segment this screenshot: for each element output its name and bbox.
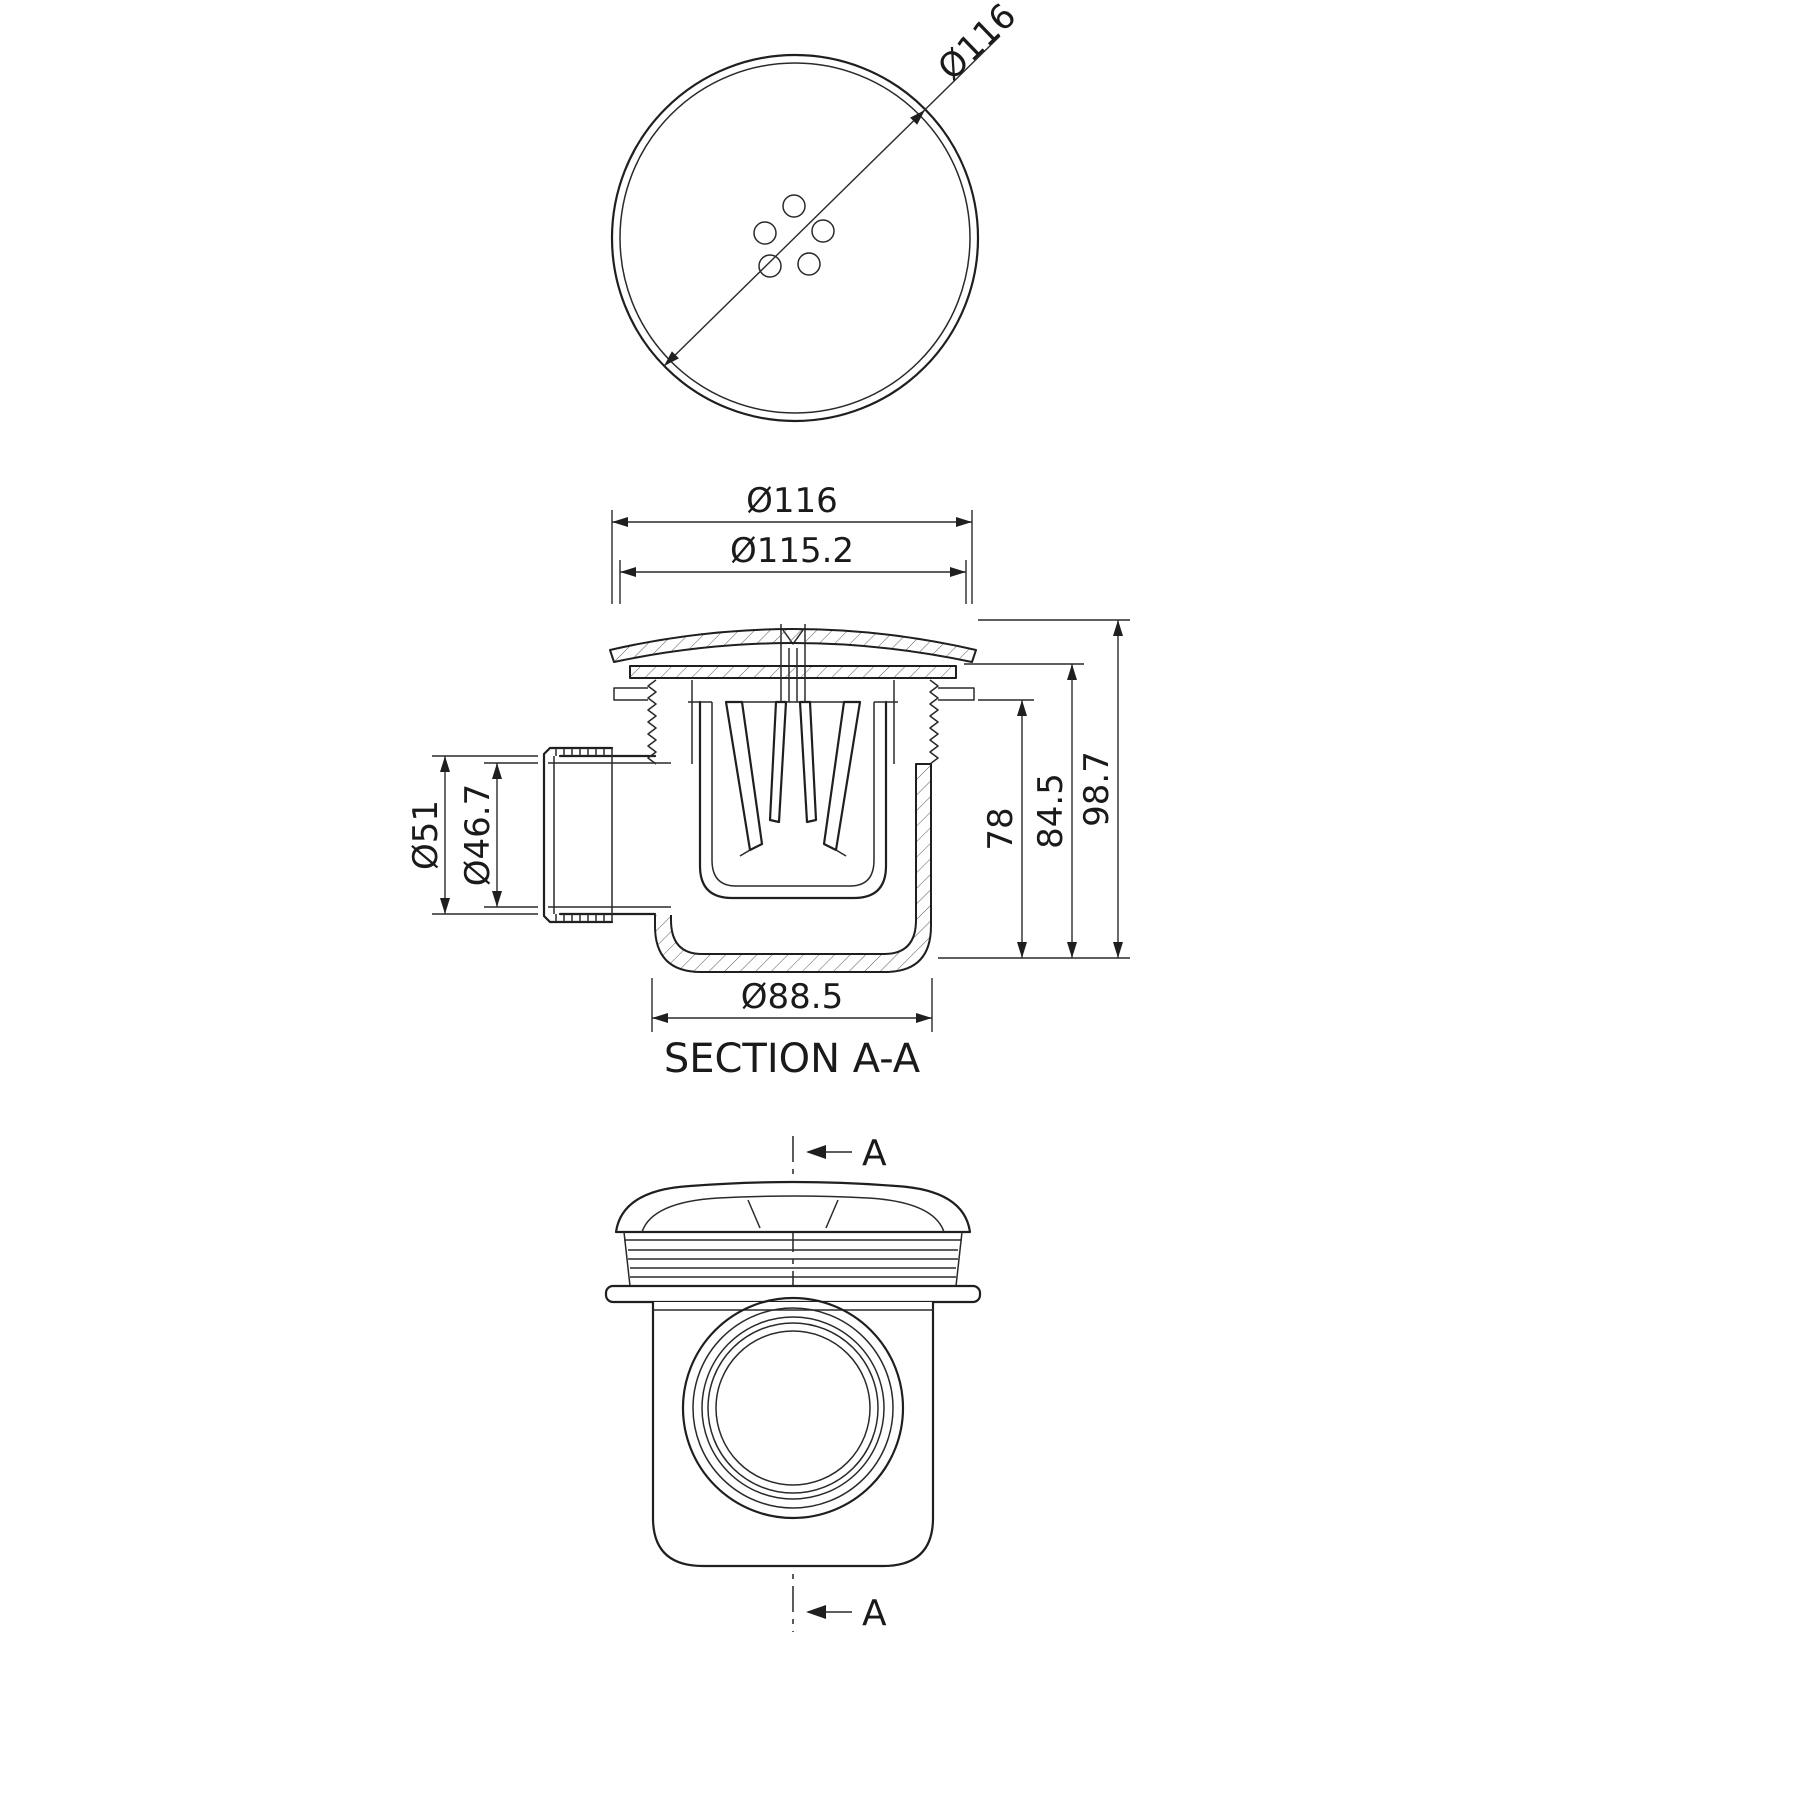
threaded-neck-right [893, 679, 975, 765]
flange-plate [604, 1284, 982, 1304]
dim-label-flange-inner: Ø115.2 [730, 531, 854, 571]
threaded-neck-left [613, 679, 693, 765]
claw-foot-left [739, 849, 751, 857]
arrowhead [910, 110, 925, 125]
cut-marker-top: A [806, 1133, 887, 1174]
dim-outlet-bore: Ø46.7 [458, 762, 538, 908]
trap-cup-inner [711, 702, 875, 887]
dim-label-flange-outer: Ø116 [746, 481, 838, 521]
drain-hole [797, 252, 821, 276]
section-caption: SECTION A-A [664, 1036, 921, 1082]
dim-body-diameter: Ø88.5 [651, 977, 933, 1032]
clamp-claws [724, 700, 862, 857]
socket-outline [542, 746, 614, 924]
drain-hole [782, 194, 806, 218]
collar-rings [623, 1231, 963, 1287]
cover-cap-inner [641, 1195, 945, 1233]
socket-knurling [555, 748, 605, 922]
trap-cup-outer [698, 700, 888, 900]
drain-hole [811, 219, 835, 243]
cover-cap [614, 1180, 972, 1234]
top-view: Ø116 [610, 0, 1024, 423]
dim-label-outlet-outer: Ø51 [406, 800, 446, 870]
dim-label-outlet-bore: Ø46.7 [458, 784, 498, 886]
dim-label-height-body: 78 [981, 807, 1021, 850]
section-view: Ø116 Ø115.2 Ø51 Ø46.7 [406, 481, 1130, 1082]
clamp-ring [629, 665, 957, 679]
prong-right [798, 700, 818, 824]
drain-hole [758, 254, 782, 278]
drain-hole [753, 221, 777, 245]
dim-label-top-diameter: Ø116 [930, 0, 1024, 88]
cap-detail-left [747, 1199, 761, 1229]
pipe-opening-mask [652, 755, 674, 915]
dim-heights-right: 78 84.5 98.7 [938, 619, 1130, 959]
dim-label-height-mid: 84.5 [1031, 773, 1071, 849]
trap-body [651, 1300, 935, 1568]
outlet-socket-circles [681, 1296, 905, 1520]
dim-label-height-total: 98.7 [1077, 751, 1117, 827]
dim-flange-outer: Ø116 [611, 481, 973, 604]
dim-outlet-outer: Ø51 [406, 755, 538, 915]
waste-cover-inner-circle [619, 62, 971, 414]
grip-tab-left [613, 687, 648, 701]
arrowhead [664, 351, 679, 366]
dim-label-body-diameter: Ø88.5 [741, 977, 843, 1017]
cover-flange [609, 628, 977, 663]
cut-label-bottom: A [862, 1593, 887, 1634]
waste-cover-outer-circle [610, 53, 980, 423]
cut-label-top: A [862, 1133, 887, 1174]
diameter-leader-line [663, 35, 1001, 367]
drain-holes [753, 194, 835, 278]
cap-detail-right [825, 1199, 839, 1229]
dim-flange-inner: Ø115.2 [619, 531, 967, 604]
prong-left [768, 700, 788, 824]
outlet-pipe [542, 746, 671, 924]
grip-tab-right [938, 687, 975, 701]
claw-foot-right [835, 849, 847, 857]
cut-marker-bottom: A [806, 1593, 887, 1634]
front-view: A A [604, 1133, 982, 1634]
trap-body-wall [654, 763, 932, 973]
